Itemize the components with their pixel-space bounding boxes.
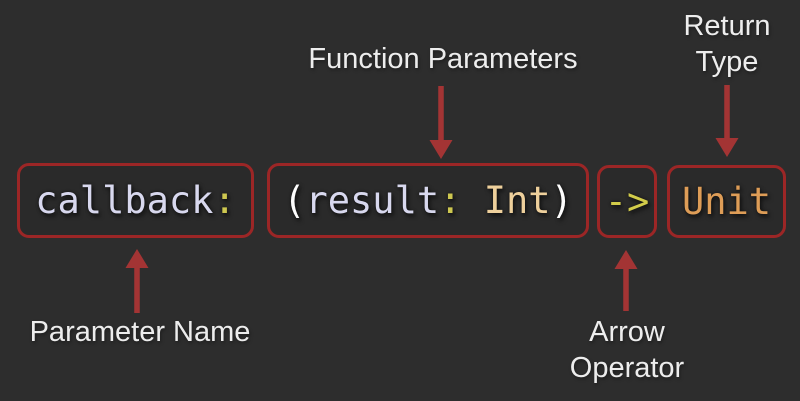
code-token-int-type: Int <box>483 179 551 222</box>
up-arrow-icon <box>125 249 149 313</box>
code-box-function-parameters: (result: Int) <box>267 163 589 238</box>
parameter-name-label: Parameter Name <box>29 316 251 348</box>
function-parameters-label: Function Parameters <box>308 43 578 75</box>
arrow-operator-label-line2: Operator <box>569 352 685 384</box>
code-token-unit-type: Unit <box>681 180 772 223</box>
code-box-parameter-name: callback: <box>17 163 254 238</box>
code-token-result: result <box>305 179 440 222</box>
return-type-label-line1: Return <box>683 10 771 42</box>
code-token-space <box>461 179 483 222</box>
code-box-arrow-operator: -> <box>597 165 657 238</box>
code-token-callback: callback <box>35 179 214 222</box>
return-type-label: Return Type <box>683 8 770 80</box>
code-token-close-paren: ) <box>550 179 573 222</box>
return-type-label-line2: Type <box>695 46 759 78</box>
code-token-colon: : <box>439 179 462 222</box>
arrow-operator-label-line1: Arrow <box>589 316 665 348</box>
code-token-colon: : <box>213 179 236 222</box>
down-arrow-icon <box>429 86 453 159</box>
code-token-open-paren: ( <box>283 179 306 222</box>
code-token-arrow: -> <box>604 180 650 223</box>
arrow-operator-label: Arrow Operator <box>570 314 684 386</box>
code-box-return-type: Unit <box>667 165 786 238</box>
up-arrow-icon <box>614 250 638 311</box>
down-arrow-icon <box>715 85 739 157</box>
